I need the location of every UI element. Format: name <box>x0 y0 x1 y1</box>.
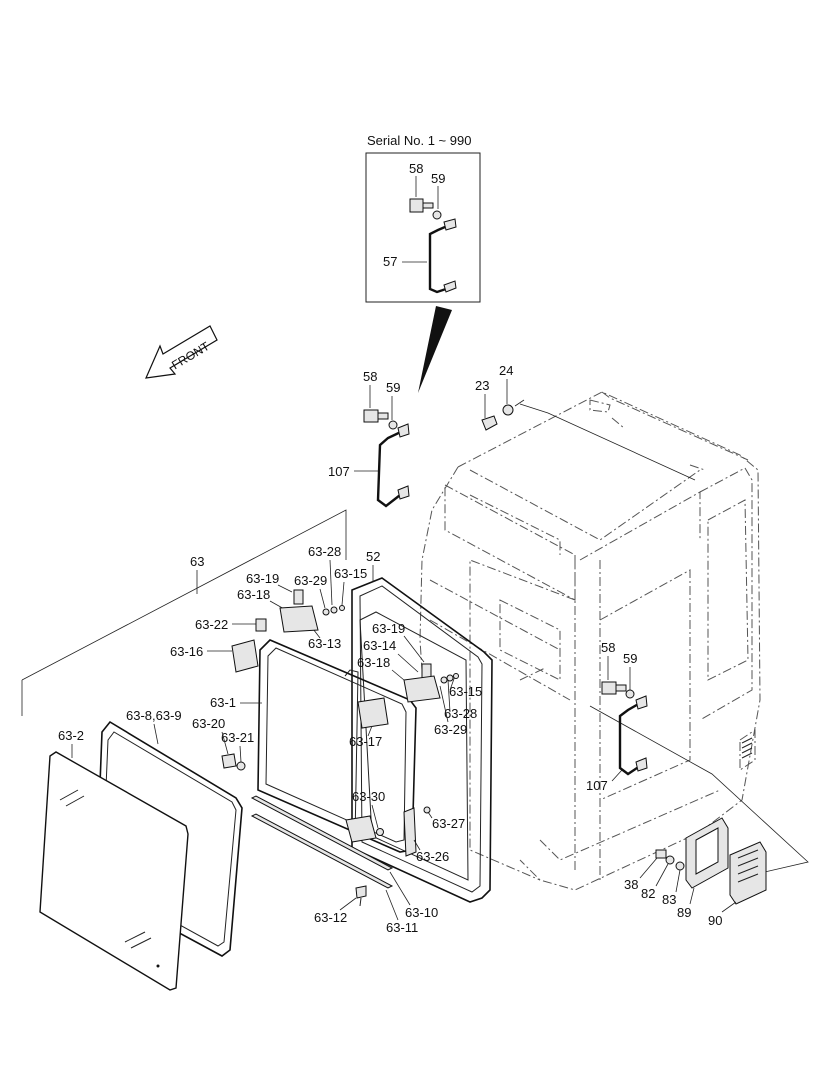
lock-63-26 <box>403 807 417 857</box>
callout-63-2: 63-2 <box>58 728 84 743</box>
bolt-63-20 <box>221 753 237 769</box>
callout-63-22: 63-22 <box>195 617 228 632</box>
latch-63-30 <box>345 815 377 843</box>
cover-90 <box>729 841 767 905</box>
callout-89: 89 <box>677 905 691 920</box>
callout-63-18b: 63-18 <box>357 655 390 670</box>
bolt-58-inset <box>409 198 434 213</box>
handle-107-right <box>618 700 644 776</box>
callout-63-15a: 63-15 <box>334 566 367 581</box>
callout-63-10: 63-10 <box>405 905 438 920</box>
callout-83: 83 <box>662 892 676 907</box>
cab-frame <box>419 391 761 891</box>
bottom-right-parts <box>655 817 767 905</box>
callout-63-28b: 63-28 <box>444 706 477 721</box>
callout-63-30: 63-30 <box>352 789 385 804</box>
callout-63-14: 63-14 <box>363 638 396 653</box>
washer-82 <box>665 855 675 865</box>
washer-59-top <box>388 420 398 430</box>
callout-63-16: 63-16 <box>170 644 203 659</box>
callout-63-15b: 63-15 <box>449 684 482 699</box>
hinge-upper-left <box>231 589 345 673</box>
callout-63-19a: 63-19 <box>246 571 279 586</box>
zoom-pointer <box>418 306 452 393</box>
callout-82: 82 <box>641 886 655 901</box>
screw-63-27 <box>423 806 431 814</box>
inset-label-59: 59 <box>431 171 445 186</box>
washer-63-21 <box>236 761 246 771</box>
nut-24 <box>502 404 514 416</box>
callout-59-right: 59 <box>623 651 637 666</box>
washer-83 <box>675 861 685 871</box>
callout-63-8-9: 63-8,63-9 <box>126 708 182 723</box>
handle-57-inset <box>428 222 453 294</box>
rail-63-10 <box>250 795 394 871</box>
serial-inset: Serial No. 1 ~ 990 58 59 57 <box>365 133 481 303</box>
callout-63-26: 63-26 <box>416 849 449 864</box>
callout-90: 90 <box>708 913 722 928</box>
rail-63-11 <box>250 813 394 889</box>
callout-58-top: 58 <box>363 369 377 384</box>
callout-63-28a: 63-28 <box>308 544 341 559</box>
callout-63-21: 63-21 <box>221 730 254 745</box>
door-frame-63-1 <box>257 639 417 853</box>
callout-107-right: 107 <box>586 778 608 793</box>
callout-63-11: 63-11 <box>386 920 418 935</box>
callout-63-20: 63-20 <box>192 716 225 731</box>
callout-63-1: 63-1 <box>210 695 236 710</box>
callout-52: 52 <box>366 549 380 564</box>
callout-63-29a: 63-29 <box>294 573 327 588</box>
callout-23: 23 <box>475 378 489 393</box>
callout-63: 63 <box>190 554 204 569</box>
washer-59-right <box>625 689 635 699</box>
glass-63-2 <box>39 751 189 991</box>
screw-63-12 <box>355 885 367 899</box>
callout-63-18a: 63-18 <box>237 587 270 602</box>
part-23 <box>481 415 498 431</box>
bolt-38 <box>655 849 667 859</box>
callout-63-27: 63-27 <box>432 816 465 831</box>
callout-63-29b: 63-29 <box>434 722 467 737</box>
front-arrow: FRONT <box>145 325 218 379</box>
callout-58-right: 58 <box>601 640 615 655</box>
inset-label-58: 58 <box>409 161 423 176</box>
callout-24: 24 <box>499 363 513 378</box>
callout-59-top: 59 <box>386 380 400 395</box>
callout-107-top: 107 <box>328 464 350 479</box>
callout-63-19b: 63-19 <box>372 621 405 636</box>
callout-38: 38 <box>624 877 638 892</box>
bolt-58-top <box>363 409 379 423</box>
callout-63-12: 63-12 <box>314 910 347 925</box>
inset-title: Serial No. 1 ~ 990 <box>367 133 471 148</box>
hinge-63-17 <box>357 697 389 729</box>
washer-59-inset <box>432 210 442 220</box>
callout-63-17: 63-17 <box>349 734 382 749</box>
cab-vent <box>741 737 753 759</box>
hinge-upper-right <box>403 663 459 703</box>
inset-label-57: 57 <box>383 254 397 269</box>
handle-107-top <box>376 428 406 508</box>
door-frame-52 <box>351 577 493 903</box>
bolt-58-right <box>601 681 617 695</box>
callout-63-13: 63-13 <box>308 636 341 651</box>
